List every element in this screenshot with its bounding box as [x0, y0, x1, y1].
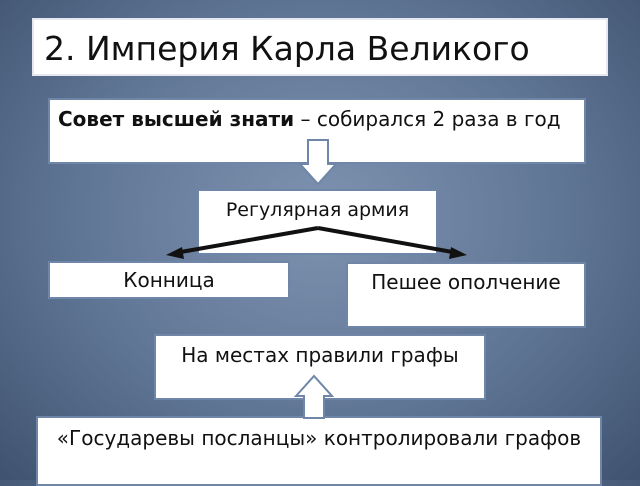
branch-arrowhead-right-icon	[449, 247, 467, 259]
cavalry-text: Конница	[123, 268, 215, 292]
council-bold-text: Совет высшей знати	[58, 107, 295, 131]
envoys-text: «Государевы посланцы» контролировали гра…	[56, 426, 582, 450]
army-box: Регулярная армия	[197, 189, 438, 255]
cavalry-box: Конница	[48, 261, 290, 299]
counts-box: На местах правили графы	[154, 334, 486, 400]
envoys-box: «Государевы посланцы» контролировали гра…	[36, 416, 602, 486]
counts-text: На местах правили графы	[181, 343, 459, 367]
slide-title: 2. Империя Карла Великого	[32, 18, 608, 76]
infantry-box: Пешее ополчение	[346, 262, 586, 328]
council-box: Совет высшей знати – собирался 2 раза в …	[48, 98, 586, 164]
council-rest-text: – собирался 2 раза в год	[294, 107, 561, 131]
army-text: Регулярная армия	[225, 199, 410, 221]
branch-arrowhead-left-icon	[166, 247, 184, 259]
infantry-text: Пешее ополчение	[371, 270, 561, 294]
slide-title-text: 2. Империя Карла Великого	[44, 29, 530, 68]
